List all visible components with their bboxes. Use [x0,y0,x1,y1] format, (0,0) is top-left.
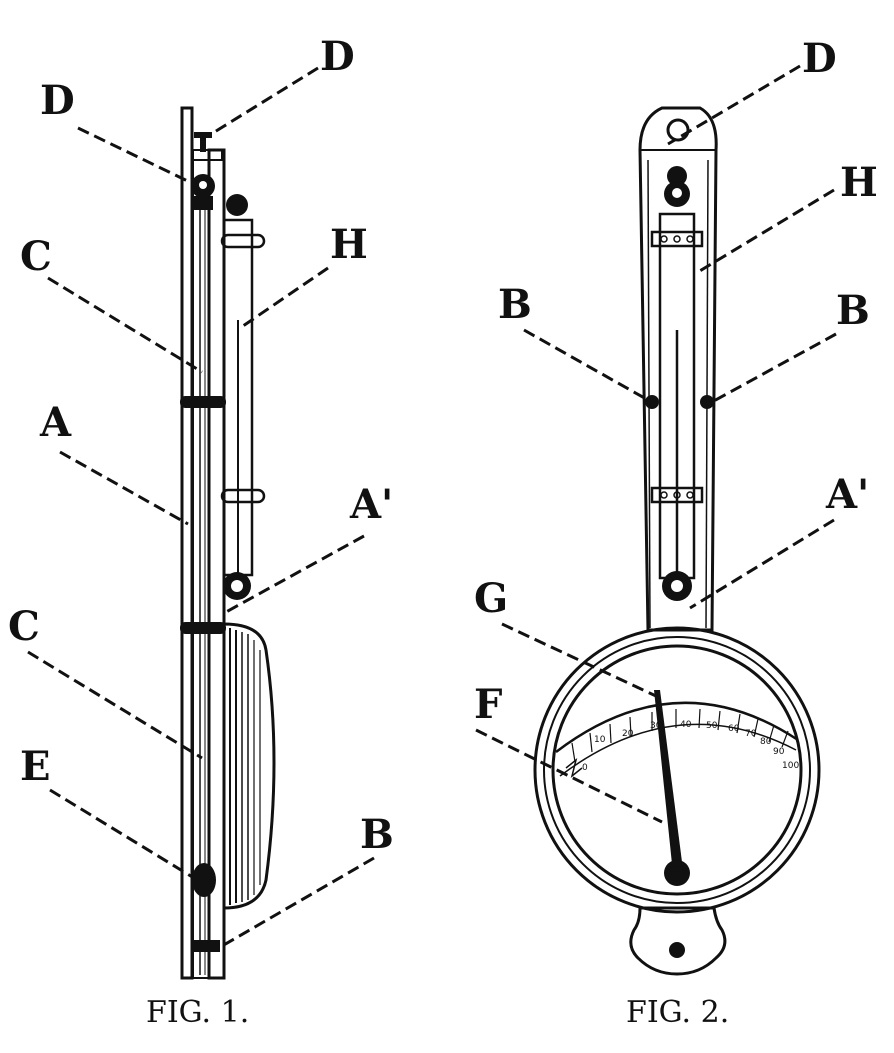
fig2-scale-number: 60 [728,724,740,734]
fig1-dial-profile [222,622,276,910]
fig2-zigzag-mark [565,758,583,778]
fig1-label-D-top: D [320,33,355,80]
fig2-scale-ticks [571,708,789,763]
fig1-bottom-band [194,940,220,952]
fig2-scale-number: 20 [622,729,634,739]
fig1-leader-E [49,788,195,880]
fig1-label-A: A [39,399,72,446]
fig2-label-B-right: B [836,287,870,334]
fig2-leader-D [667,64,801,146]
fig2-label-D: D [802,35,837,82]
fig2-plate [638,106,718,632]
fig2-label-A-prime: A' [825,471,869,518]
fig2-rivet-left [645,395,659,409]
fig2-scale-number: 10 [594,735,606,745]
fig2-leader-F [475,728,663,824]
fig1-caption: FIG. 1. [146,995,249,1030]
fig2-leader-A-prime [689,518,835,610]
fig2-scale-number: 80 [760,737,772,747]
fig1-leader-A [59,450,189,526]
fig2-scale-number: 100 [782,761,799,771]
fig1-clip-2 [180,622,226,634]
fig1-top-knob [191,174,215,210]
fig1-leader-D-left [77,126,199,188]
fig2-eyelet [666,118,690,142]
fig1-label-A-prime: A' [349,481,393,528]
fig2-label-H: H [840,159,878,206]
fig2-top-knob [664,166,690,207]
fig1-label-H: H [330,221,368,268]
fig2-leader-H [697,188,835,274]
fig1-clip-1 [180,396,226,408]
fig2-scale-number: 30 [650,721,662,731]
fig2-caption: FIG. 2. [626,995,729,1030]
fig1-leader-A-prime [225,534,365,614]
fig1-label-B: B [360,811,394,858]
fig1-label-C-lower: C [8,603,40,650]
fig1-leader-B [221,856,375,948]
fig2-leader-G [501,622,657,698]
fig1-label-C-upper: C [20,233,52,280]
figure-1: D D C H A A' C E B FIG. 1. [8,33,394,1030]
fig2-scale-numbers: 0 10 20 30 40 50 60 70 80 90 100 [582,720,799,773]
fig2-rivet-right [700,395,714,409]
fig1-label-D-left: D [40,77,75,124]
fig1-leader-C-upper [47,276,203,374]
fig1-label-E: E [20,743,51,790]
fig2-leader-B-left [523,328,649,402]
fig1-leader-C-lower [27,650,203,760]
fig1-frame [180,106,226,980]
fig2-leader-B-right [711,332,837,404]
fig2-scale-number: 0 [582,763,588,773]
fig2-pointer [654,690,690,886]
fig2-scale-number: 90 [773,747,785,757]
fig2-label-G: G [474,575,508,622]
fig2-scale-number: 50 [706,721,718,731]
fig2-bottom-lug [629,906,727,976]
fig2-thermometer [650,212,704,601]
fig2-scale-number: 40 [680,720,692,730]
fig2-dial: 0 10 20 30 40 50 60 70 80 90 100 [533,626,821,914]
fig1-leader-D-top [207,66,319,138]
fig2-label-B-left: B [498,281,532,328]
figure-2: 0 10 20 30 40 50 60 70 80 90 100 [474,35,878,1030]
fig1-clip-E [192,863,216,897]
fig1-thermometer [220,194,266,600]
fig1-top-screw [194,132,212,152]
fig2-scale-number: 70 [745,729,757,739]
fig2-label-F: F [474,681,502,728]
